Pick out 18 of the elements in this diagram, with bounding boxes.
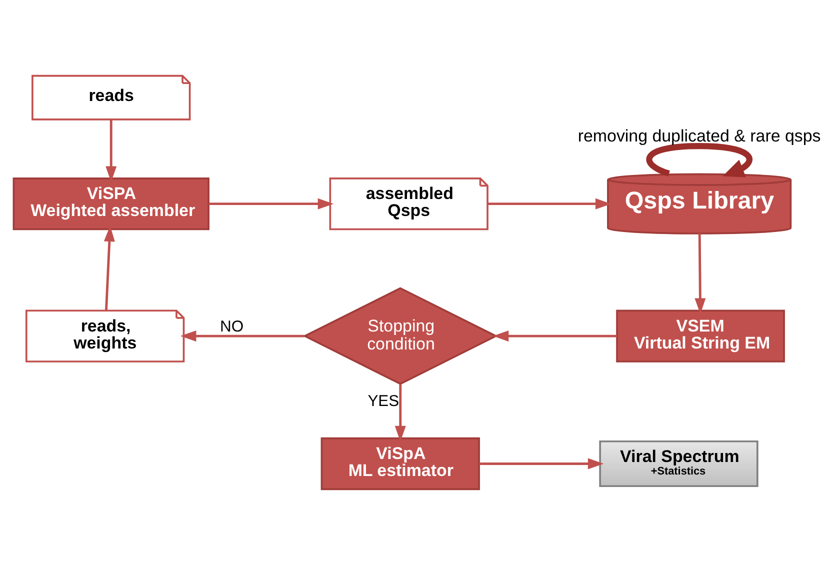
arrow (106, 119, 117, 182)
edge-label: removing duplicated & rare qsps (578, 126, 821, 145)
arrow (488, 198, 612, 209)
arrow (104, 225, 115, 310)
arrow (492, 330, 617, 342)
edge-label: NO (220, 318, 244, 336)
edge-label: YES (368, 392, 400, 410)
node-box: ViSpA ML estimator (320, 436, 480, 490)
node-diamond: Stopping condition (302, 286, 498, 384)
node-box: VSEM Virtual String EM (616, 309, 785, 362)
arrow (479, 458, 604, 469)
arrow (694, 233, 706, 314)
arrow (646, 142, 752, 177)
node-box: ViSPA Weighted assembler (12, 177, 210, 230)
arrow (394, 383, 406, 442)
node-box: Viral Spectrum +Statistics (599, 440, 758, 487)
arrow (208, 198, 334, 209)
arrow (180, 330, 304, 342)
